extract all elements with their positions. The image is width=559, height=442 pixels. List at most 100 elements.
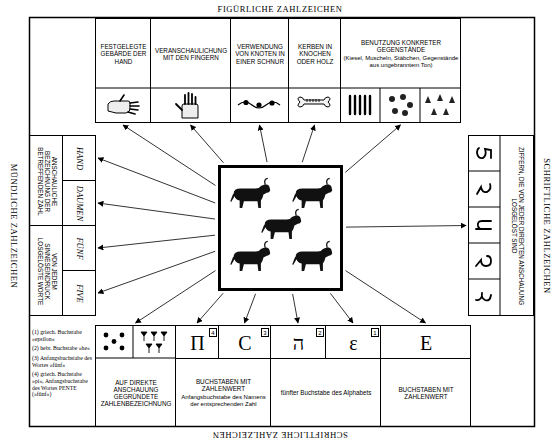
numeral-letter: ה: [293, 333, 305, 353]
sticks-icon: [369, 96, 371, 114]
arrow-connector: [345, 125, 400, 172]
category-text: VERWENDUNG VON KNOTEN IN EINER SCHNUR: [233, 43, 287, 65]
number-word-box: FIVE: [62, 270, 96, 316]
category-text: VERANSCHAULICHUNG MIT DEN FINGERN: [153, 47, 229, 61]
arrow-connector: [197, 293, 223, 323]
numeral-letter: C: [238, 333, 251, 353]
oxen-illustration: [261, 209, 301, 239]
clay-tokens-icon: [431, 108, 437, 115]
connector-group: [98, 125, 466, 323]
cuneiform-wedges-icon: [146, 344, 152, 353]
arrow-connector: [260, 125, 268, 162]
category-box: AUF DIREKTE ANSCHAUUNG GEGRÜNDETE ZAHLEN…: [95, 325, 176, 427]
letter-box: ה2: [270, 325, 326, 359]
numeral-letter: ε: [349, 333, 357, 353]
text-area: E: [381, 326, 471, 359]
notched-bone-icon: [298, 97, 330, 107]
sticks-icon: [350, 96, 370, 114]
arrow-connector: [346, 271, 426, 323]
finger-counting-icon: [176, 93, 198, 118]
five-dots-icon: [104, 333, 125, 351]
number-word-box: DAUMEN: [62, 180, 96, 226]
footnote-number: 3: [261, 328, 269, 337]
five-dots-icon: [104, 346, 109, 351]
hand-gesture-icon: [108, 95, 139, 114]
cuneiform-wedges-icon: [161, 332, 167, 341]
category-box: BUCHSTABEN MIT ZAHLENWERT: [380, 358, 471, 427]
five-dots-icon: [120, 346, 125, 351]
letter-box: Π4: [175, 325, 219, 359]
hand-gesture-icon: [120, 95, 139, 114]
text-area: fünfter Buchstabe des Alphabets: [271, 359, 381, 427]
cuneiform-wedges-icon: [151, 332, 157, 341]
text-area: HAND: [63, 136, 96, 181]
number-word: HAND: [75, 147, 84, 170]
number-word: FÜNF: [75, 237, 84, 259]
pebbles-icon: [402, 110, 408, 116]
pebbles-icon: [389, 94, 413, 116]
numeral-box: ZIFFERN, DIE VON JEDER DIREKTEN ANSCHAUU…: [468, 135, 534, 316]
text-area: BUCHSTABEN MIT ZAHLENWERTAnfangsbuchstab…: [176, 359, 271, 427]
category-text: FESTGELEGTE GEBÄRDE DER HAND: [98, 43, 149, 65]
numeral-glyph: [477, 148, 491, 158]
number-word: FIVE: [75, 284, 84, 302]
sticks-icon: [354, 96, 356, 114]
category-text: fünfter Buchstabe des Alphabets: [281, 389, 372, 396]
cell-divider: [133, 325, 134, 358]
letter-box: E: [380, 325, 471, 359]
arrow-connector: [98, 158, 215, 203]
text-area: ANSCHAULICHE BEZEICHNUNG DER BETREFFENDE…: [30, 136, 63, 226]
pebbles-icon: [392, 108, 398, 114]
text-area: VERANSCHAULICHUNG MIT DEN FINGERN: [151, 19, 231, 89]
notched-bone-icon: [307, 99, 319, 102]
five-dots-icon: [112, 339, 117, 344]
text-area: BUCHSTABEN MIT ZAHLENWERT: [381, 359, 471, 427]
section-heading: FIGÜRLICHE ZAHLZEICHEN: [130, 3, 430, 15]
cell-divider: [500, 135, 501, 315]
arrow-connector: [302, 125, 314, 162]
category-text: ANSCHAULICHE BEZEICHNUNG DER BETREFFENDE…: [36, 138, 58, 224]
category-box: VERANSCHAULICHUNG MIT DEN FINGERN: [150, 18, 231, 123]
cell-divider: [468, 279, 500, 280]
five-dots-icon: [120, 333, 125, 338]
number-word-box: FÜNF: [62, 225, 96, 271]
text-area: FIVE: [63, 271, 96, 316]
cell-divider: [468, 171, 500, 172]
sticks-icon: [359, 96, 361, 114]
category-text: BENUTZUNG KONKRETER GEGENSTÄNDE: [343, 39, 459, 53]
arrow-connector: [346, 226, 466, 228]
numeral-glyph: [477, 184, 491, 194]
category-box: KERBEN IN KNOCHEN ODER HOLZ: [288, 18, 341, 123]
footnote: (2) hebr. Buchstabe »he«: [32, 345, 92, 352]
outer-frame: [30, 18, 535, 427]
notched-bone-icon: [298, 97, 330, 107]
numeral-glyph: [476, 293, 491, 300]
cell-divider: [95, 88, 500, 358]
sticks-icon: [349, 96, 351, 114]
clay-tokens-icon: [443, 108, 449, 115]
numeral-letter: E: [420, 333, 432, 353]
clay-tokens-icon: [425, 96, 431, 103]
letter-box: C3: [218, 325, 271, 359]
cell-divider: [468, 207, 500, 208]
footnote: (1) griech. Buchstabe »epsilon«: [32, 329, 92, 342]
arrow-connector: [293, 294, 298, 323]
number-word-box: HAND: [62, 135, 96, 181]
number-word: DAUMEN: [75, 186, 84, 221]
footnote: (4) griech. Buchstabe »pi«, Anfangsbuchs…: [32, 371, 92, 398]
category-text: KERBEN IN KNOCHEN ODER HOLZ: [291, 43, 339, 65]
text-area: KERBEN IN KNOCHEN ODER HOLZ: [289, 19, 341, 89]
cuneiform-wedges-icon: [141, 332, 167, 353]
category-box: BUCHSTABEN MIT ZAHLENWERTAnfangsbuchstab…: [175, 358, 271, 427]
knotted-cord-icon: [269, 100, 274, 105]
numeral-glyph: [476, 221, 491, 229]
knotted-cord-icon: [256, 102, 261, 107]
text-area: Π4: [176, 326, 219, 359]
arrow-connector: [98, 203, 215, 219]
category-text: BUCHSTABEN MIT ZAHLENWERT: [383, 386, 469, 400]
cell-divider: [468, 243, 500, 244]
cuneiform-wedges-icon: [141, 332, 147, 341]
arrow-connector: [330, 293, 353, 323]
oxen-illustration: [230, 178, 270, 208]
